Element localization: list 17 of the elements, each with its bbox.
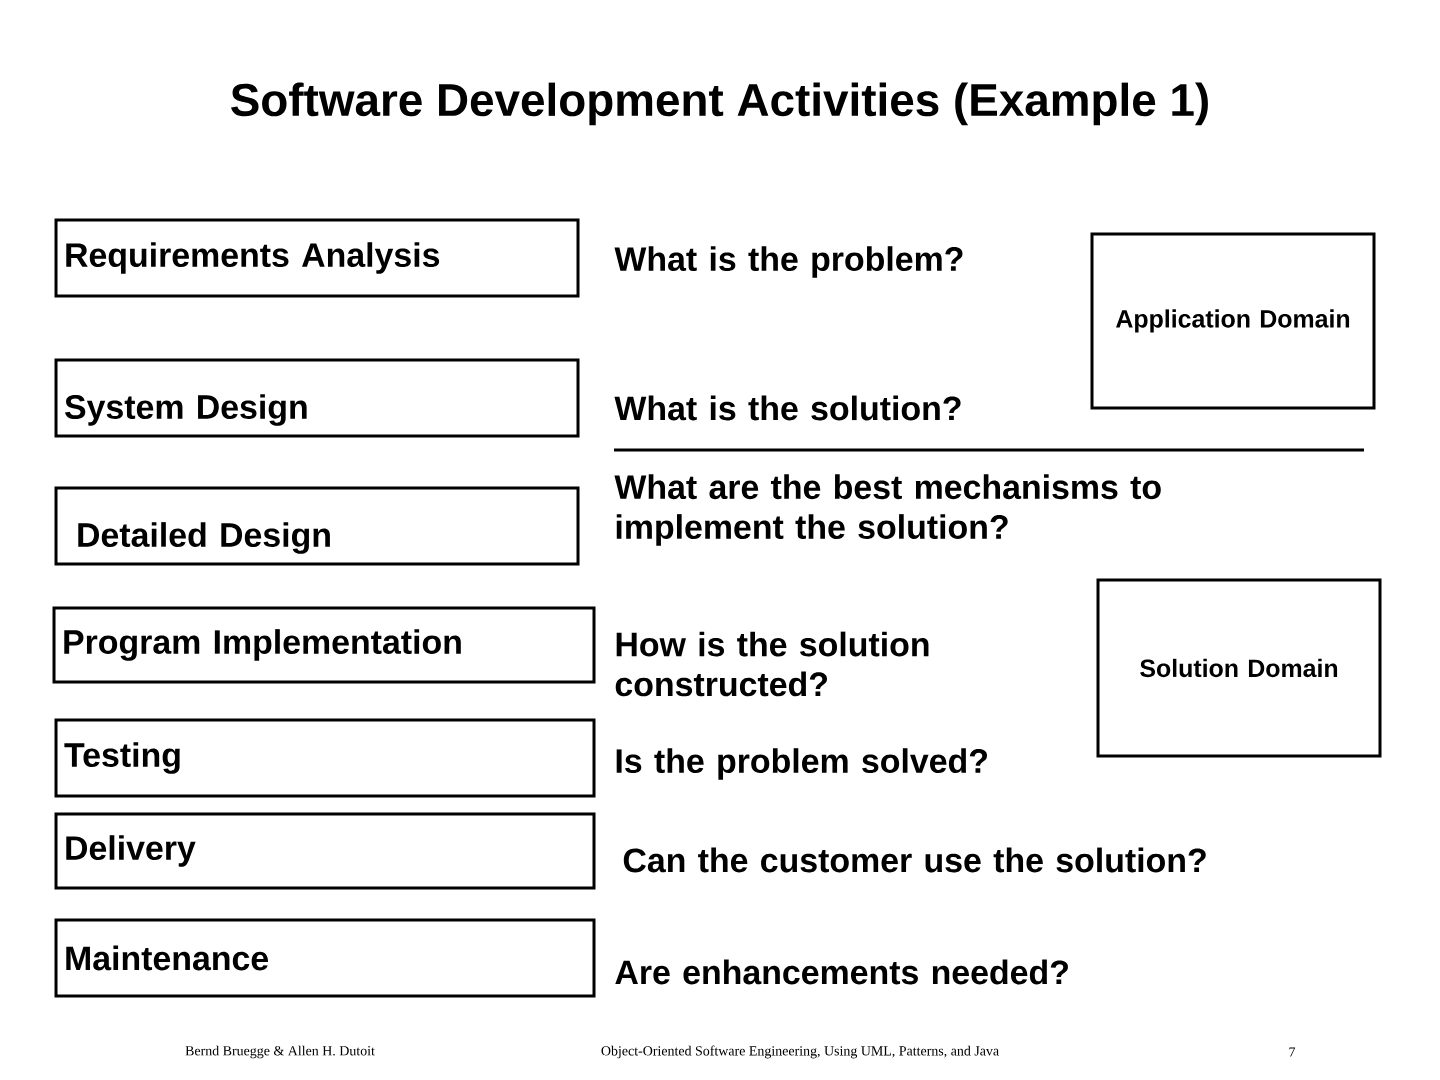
question-text: Are enhancements needed? (615, 959, 1068, 985)
activity-box: Requirements Analysis (54, 218, 580, 298)
activity-box: Maintenance (54, 918, 596, 998)
question-text: What are the best mechanisms to implement the solution? (614, 474, 1161, 546)
activity-box: Program Implementation (52, 606, 596, 684)
activity-box: Detailed Design (54, 486, 580, 566)
slide-title: Software Development Activities (Example 1) (231, 82, 1208, 126)
question-text: What is the problem? (614, 246, 963, 278)
activity-box: System Design (54, 358, 580, 438)
activity-box: Testing (54, 718, 596, 798)
question-text: Can the customer use the solution? (623, 847, 1206, 873)
domain-box: Application Domain (1090, 232, 1376, 410)
domain-box: Solution Domain (1096, 578, 1382, 758)
question-text: What is the solution? (614, 395, 961, 421)
question-text: How is the solution constructed? (615, 631, 929, 697)
question-text: Is the problem solved? (616, 748, 987, 780)
activity-box: Delivery (54, 812, 596, 890)
